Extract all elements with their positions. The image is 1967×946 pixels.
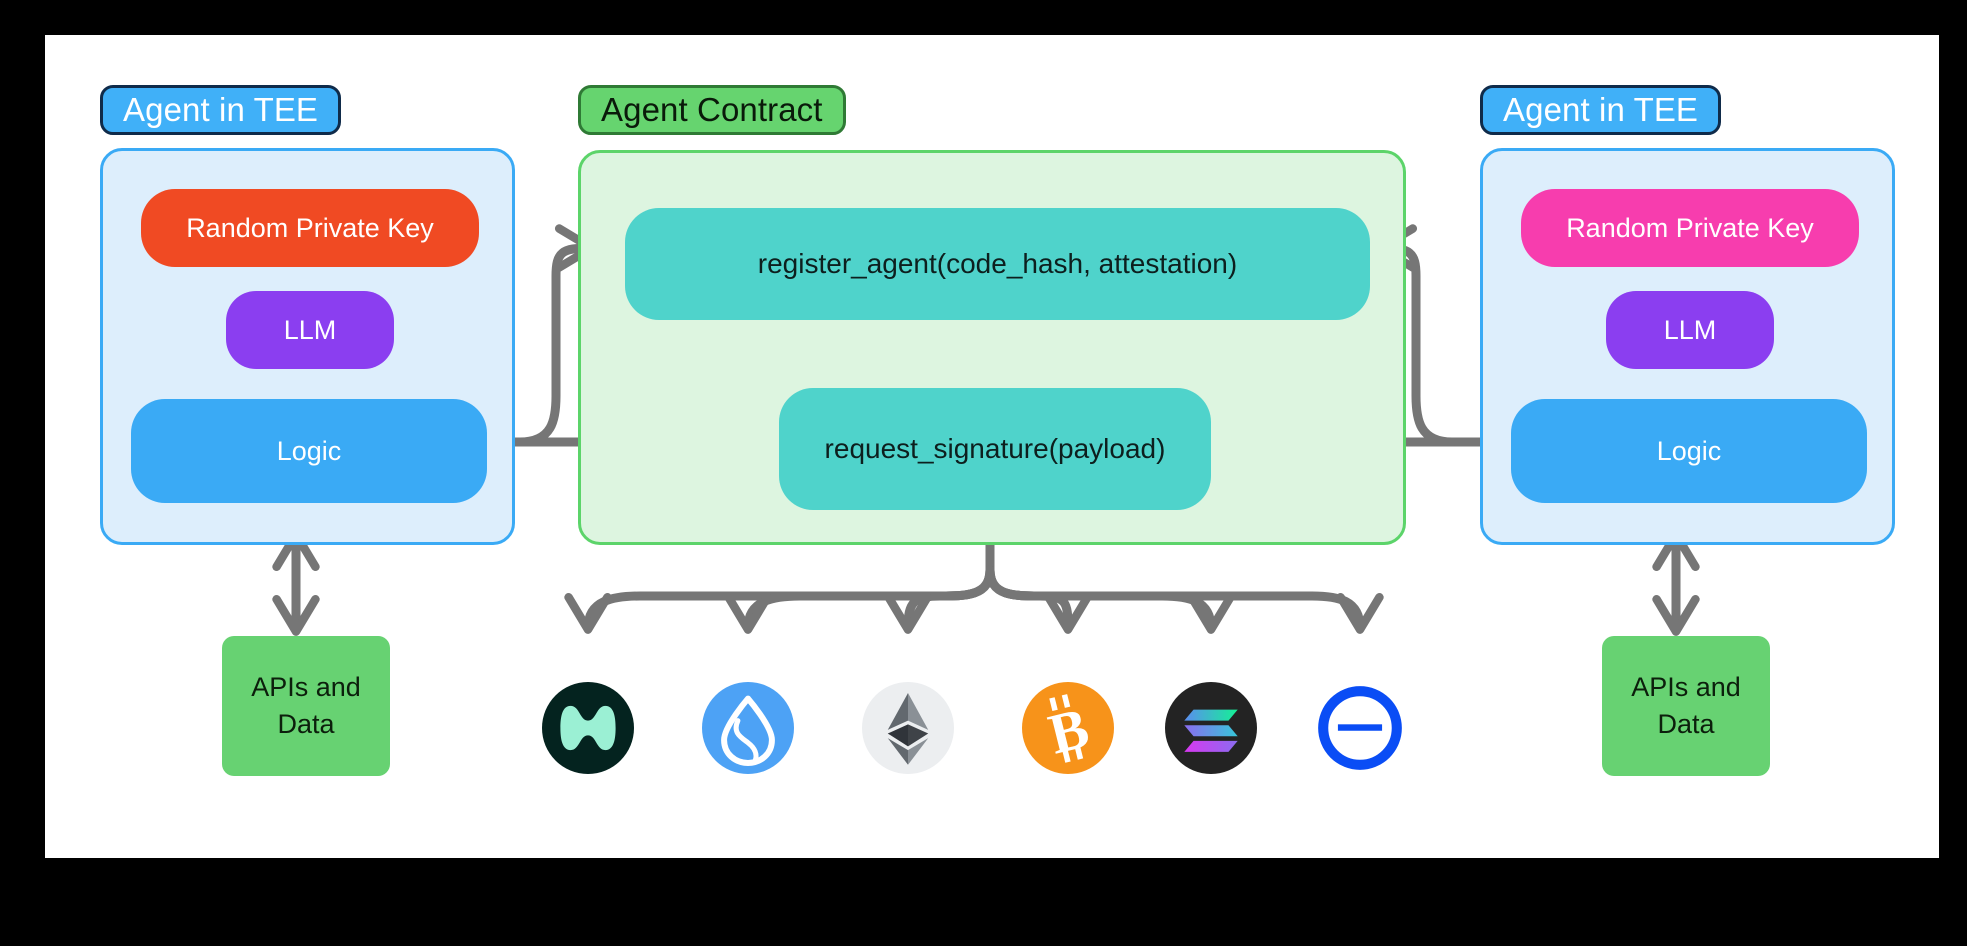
request-signature-function-block: request_signature(payload): [779, 388, 1211, 510]
left-apis-line1: APIs and: [251, 671, 361, 702]
base-icon: [1314, 682, 1406, 774]
left-agent-tee-panel: Random Private Key LLM Logic: [100, 148, 515, 545]
left-apis-line2: Data: [277, 709, 335, 739]
right-agent-tee-chip-label: Agent in TEE: [1503, 91, 1699, 128]
left-random-private-key-block: Random Private Key: [141, 189, 479, 267]
right-random-private-key-block: Random Private Key: [1521, 189, 1859, 267]
agent-contract-chip: Agent Contract: [578, 85, 846, 135]
near-icon: [542, 682, 634, 774]
left-logic-label: Logic: [276, 435, 342, 466]
right-apis-line1: APIs and: [1631, 671, 1741, 702]
right-llm-block: LLM: [1606, 291, 1774, 369]
left-apis-and-data-block: APIs and Data: [222, 636, 390, 776]
left-agent-tee-chip-label: Agent in TEE: [123, 91, 319, 128]
left-random-private-key-label: Random Private Key: [186, 212, 434, 243]
right-apis-line2: Data: [1657, 709, 1715, 739]
solana-icon: [1165, 682, 1257, 774]
bitcoin-icon: B: [1022, 682, 1114, 774]
left-logic-block: Logic: [131, 399, 487, 503]
register-agent-function-block: register_agent(code_hash, attestation): [625, 208, 1370, 320]
register-agent-label: register_agent(code_hash, attestation): [757, 248, 1238, 279]
request-signature-label: request_signature(payload): [824, 433, 1166, 464]
left-llm-block: LLM: [226, 291, 394, 369]
sui-icon: [702, 682, 794, 774]
right-agent-tee-chip: Agent in TEE: [1480, 85, 1722, 135]
right-logic-label: Logic: [1656, 435, 1722, 466]
agent-contract-chip-label: Agent Contract: [601, 91, 823, 128]
left-llm-label: LLM: [283, 314, 337, 345]
ethereum-icon: [862, 682, 954, 774]
right-agent-tee-panel: Random Private Key LLM Logic: [1480, 148, 1895, 545]
right-random-private-key-label: Random Private Key: [1566, 212, 1814, 243]
left-agent-tee-chip: Agent in TEE: [100, 85, 342, 135]
right-apis-and-data-block: APIs and Data: [1602, 636, 1770, 776]
right-logic-block: Logic: [1511, 399, 1867, 503]
right-llm-label: LLM: [1663, 314, 1717, 345]
agent-contract-panel: register_agent(code_hash, attestation) r…: [578, 150, 1406, 545]
